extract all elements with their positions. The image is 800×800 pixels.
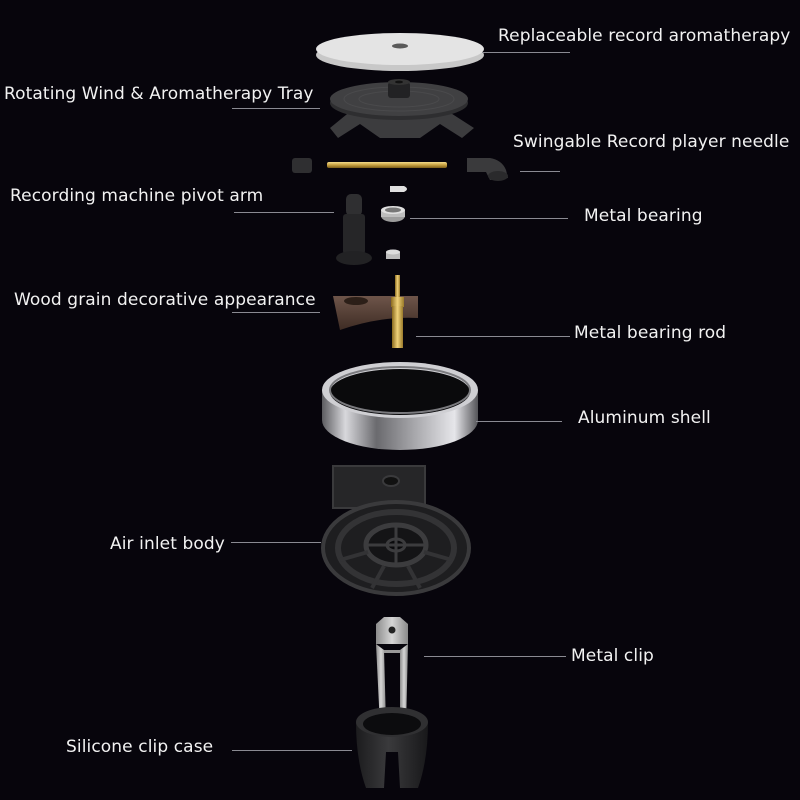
callout-replaceable-record: Replaceable record aromatherapy bbox=[498, 26, 791, 46]
metal-clip bbox=[376, 617, 408, 726]
callout-pivot-arm: Recording machine pivot arm bbox=[10, 186, 264, 206]
leader-line bbox=[234, 212, 334, 213]
pivot-arm bbox=[336, 194, 372, 265]
callout-air-inlet: Air inlet body bbox=[110, 534, 225, 554]
leader-line bbox=[476, 421, 562, 422]
leader-line bbox=[232, 108, 320, 109]
aluminum-ring bbox=[322, 362, 478, 450]
needle-assembly bbox=[292, 158, 508, 181]
bearings bbox=[381, 186, 407, 259]
leader-line bbox=[232, 312, 320, 313]
leader-line bbox=[520, 171, 560, 172]
callout-silicone-case: Silicone clip case bbox=[66, 737, 214, 757]
air-inlet-body bbox=[321, 465, 471, 596]
rotating-tray bbox=[330, 79, 474, 138]
leader-line bbox=[231, 542, 321, 543]
callout-bearing-rod: Metal bearing rod bbox=[574, 323, 727, 343]
callout-wood-grain: Wood grain decorative appearance bbox=[14, 290, 316, 310]
leader-line bbox=[424, 656, 566, 657]
callout-aluminum-shell: Aluminum shell bbox=[578, 408, 711, 428]
leader-line bbox=[416, 336, 570, 337]
leader-line bbox=[410, 218, 568, 219]
callout-needle: Swingable Record player needle bbox=[513, 132, 790, 152]
callout-metal-bearing: Metal bearing bbox=[584, 206, 703, 226]
silicone-case bbox=[356, 707, 428, 788]
leader-line bbox=[232, 750, 352, 751]
wood-plate bbox=[333, 296, 418, 330]
record-disc bbox=[316, 33, 484, 71]
brass-pin bbox=[391, 275, 404, 348]
callout-rotating-tray: Rotating Wind & Aromatherapy Tray bbox=[4, 84, 314, 104]
leader-line bbox=[482, 52, 570, 53]
callout-metal-clip: Metal clip bbox=[571, 646, 654, 666]
